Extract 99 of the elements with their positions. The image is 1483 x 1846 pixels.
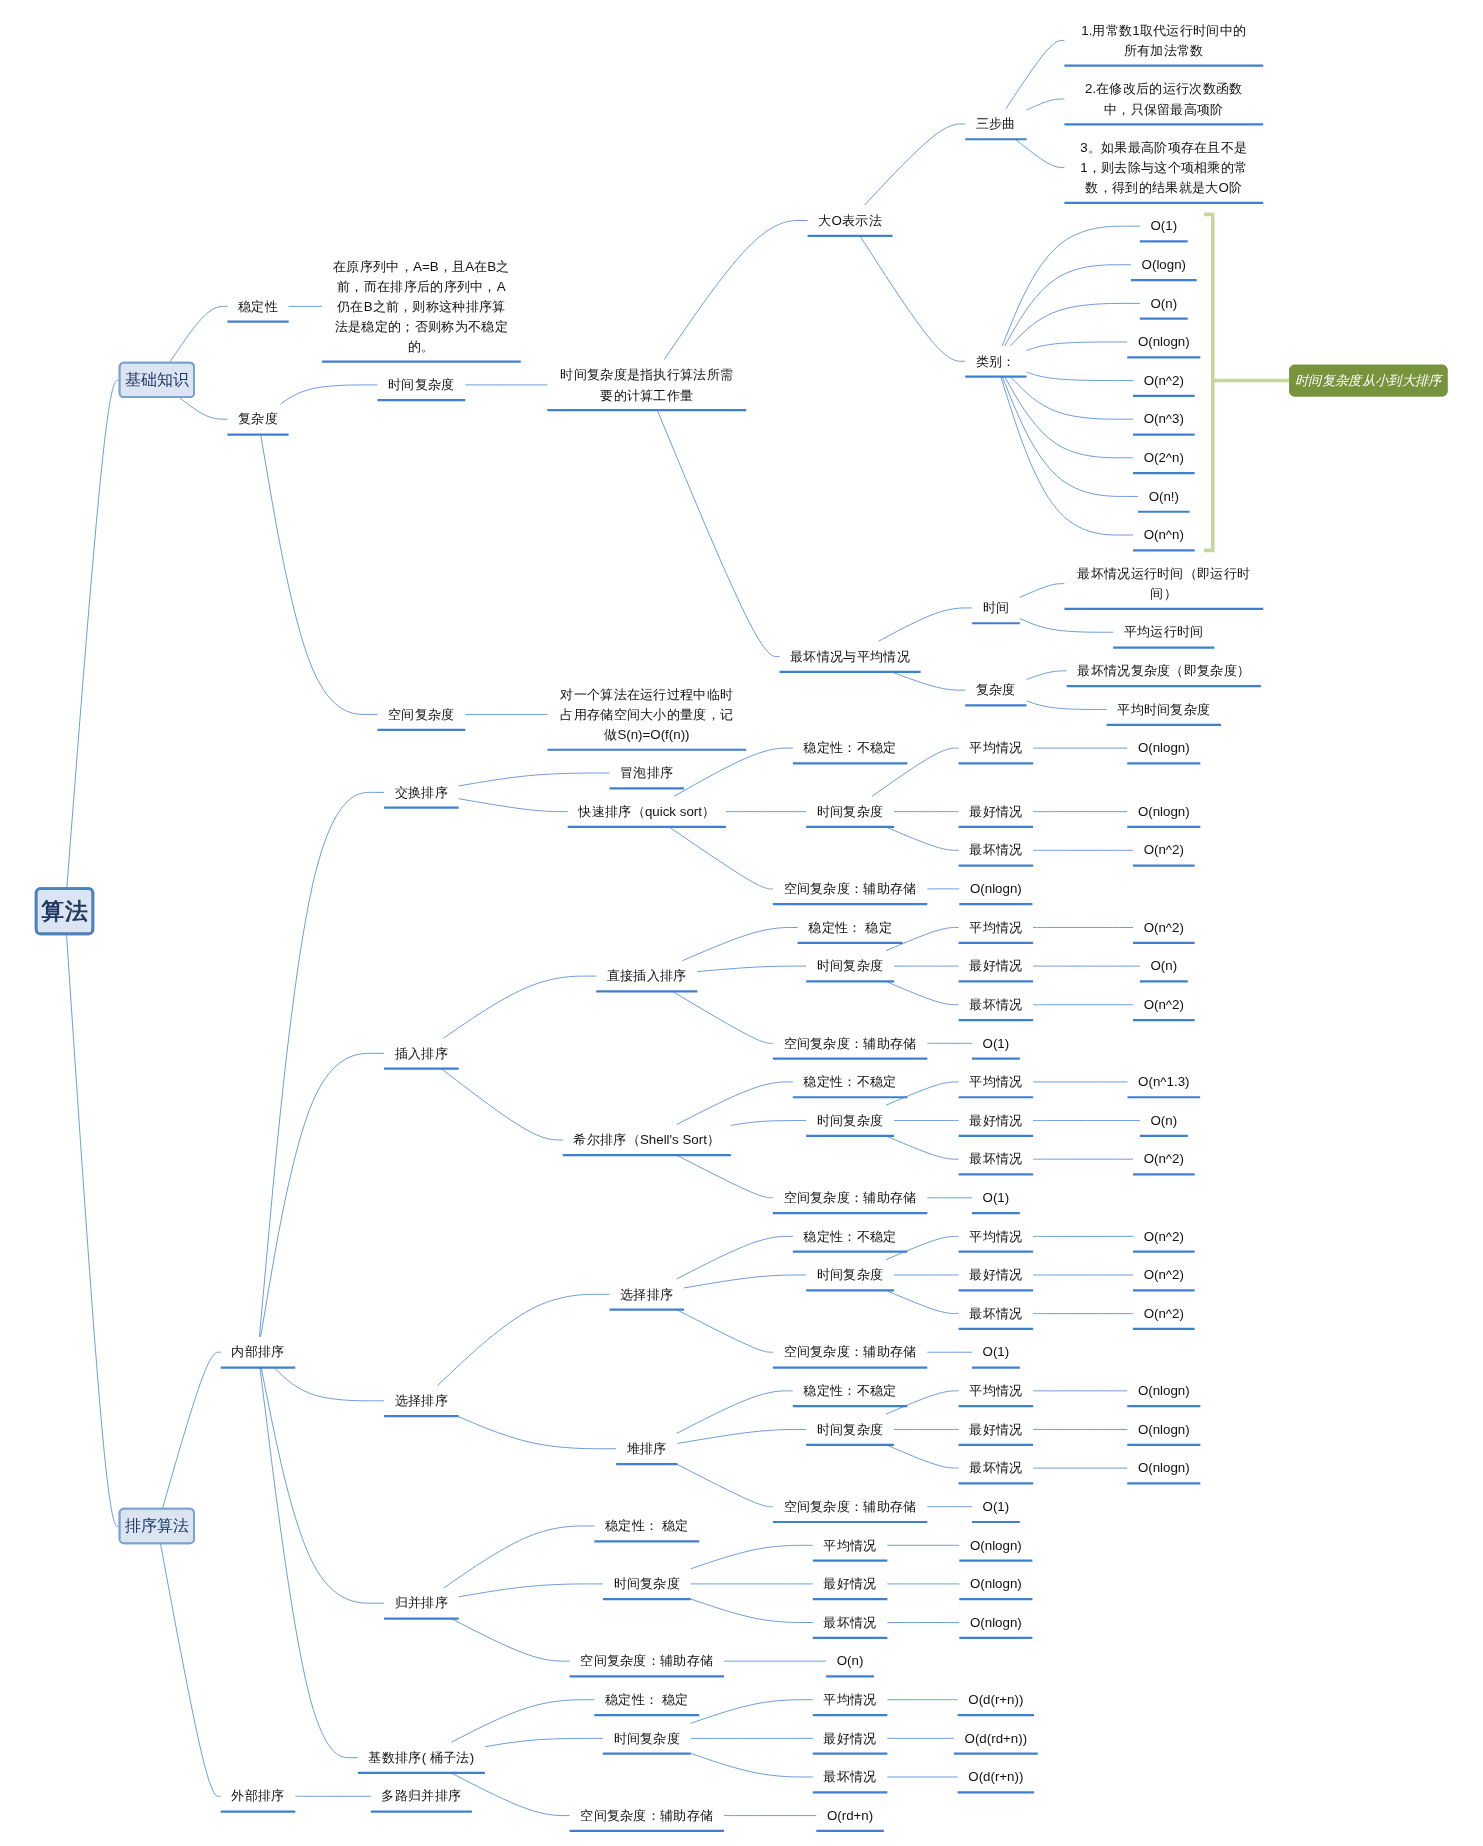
- connector: [878, 607, 973, 642]
- connector: [260, 1367, 385, 1604]
- connector: [1032, 747, 1128, 749]
- connector: [871, 747, 959, 797]
- connector: [926, 1351, 973, 1353]
- connector: [1026, 700, 1107, 710]
- connector: [690, 1699, 814, 1724]
- connector: [1026, 98, 1065, 111]
- connector: [690, 1752, 814, 1778]
- connector: [676, 1154, 774, 1199]
- connector: [179, 397, 228, 420]
- connector: [668, 826, 774, 890]
- connector: [458, 1583, 604, 1598]
- connector: [886, 1583, 960, 1585]
- connector: [690, 1544, 814, 1570]
- connector: [259, 1367, 359, 1759]
- connector: [863, 123, 966, 206]
- connector: [443, 975, 597, 1039]
- connector: [273, 1367, 385, 1402]
- connector: [260, 1052, 385, 1338]
- connector: [886, 1699, 959, 1701]
- connector: [893, 965, 959, 967]
- connector: [458, 772, 610, 787]
- connector: [1001, 376, 1139, 497]
- connector: [672, 990, 774, 1044]
- connector: [1009, 302, 1141, 347]
- connector: [443, 1525, 595, 1589]
- connector: [656, 409, 780, 657]
- connector: [1032, 1390, 1128, 1392]
- connector: [1032, 1004, 1134, 1006]
- connector: [260, 434, 378, 715]
- connector: [676, 1235, 794, 1280]
- connector: [294, 1795, 372, 1797]
- connector: [1032, 1467, 1128, 1469]
- connector: [1009, 376, 1134, 420]
- connector: [681, 927, 799, 962]
- connector: [885, 1390, 959, 1415]
- connector: [280, 384, 378, 405]
- connector: [663, 220, 809, 361]
- connector: [1005, 39, 1065, 110]
- connector: [730, 1120, 807, 1126]
- connector: [690, 1583, 814, 1585]
- connector: [886, 1622, 960, 1623]
- connector: [1000, 376, 1134, 536]
- connector: [1001, 225, 1141, 347]
- connector: [1032, 849, 1134, 851]
- connector: [1032, 1429, 1128, 1430]
- connector: [859, 235, 966, 362]
- connector: [258, 791, 385, 1338]
- connector: [437, 1293, 610, 1386]
- connector: [1032, 927, 1134, 928]
- connector: [885, 927, 959, 952]
- connector: [676, 1463, 774, 1508]
- connector: [893, 811, 959, 813]
- connector: [926, 1042, 973, 1044]
- connector: [696, 965, 807, 973]
- connector: [676, 1390, 794, 1434]
- connector: [1026, 670, 1067, 680]
- connector: [288, 305, 323, 307]
- connector: [690, 1598, 814, 1623]
- connector: [168, 305, 228, 364]
- connector: [886, 1776, 959, 1778]
- connector: [926, 1506, 973, 1508]
- connector: [1019, 618, 1114, 633]
- connector: [885, 1135, 959, 1160]
- connector: [723, 1815, 817, 1817]
- connector: [893, 1429, 959, 1430]
- connector: [723, 1660, 827, 1662]
- connector: [161, 1351, 222, 1510]
- connector: [1032, 1235, 1134, 1237]
- connector: [886, 1544, 960, 1546]
- connector: [885, 1444, 959, 1469]
- connector: [456, 1415, 617, 1450]
- connector: [1032, 1158, 1134, 1160]
- connector: [160, 1543, 222, 1797]
- connector: [690, 1737, 814, 1739]
- connector: [683, 1274, 807, 1289]
- connector: [885, 1081, 959, 1106]
- connector: [484, 1737, 604, 1748]
- connector: [458, 798, 569, 813]
- connector: [926, 888, 960, 890]
- connector: [673, 747, 794, 797]
- connector: [1032, 1120, 1141, 1121]
- connector: [676, 1081, 794, 1125]
- connector: [440, 1068, 564, 1141]
- connector: [464, 384, 548, 386]
- connector: [1032, 965, 1141, 967]
- connector: [1026, 371, 1134, 382]
- connector: [450, 1699, 595, 1743]
- connector: [1004, 264, 1132, 347]
- connector: [885, 826, 959, 851]
- connector: [893, 1120, 959, 1121]
- connector: [885, 1289, 959, 1315]
- connector: [1004, 376, 1134, 459]
- connector: [676, 1429, 807, 1444]
- connector: [676, 1309, 774, 1353]
- connector: [450, 1772, 570, 1817]
- connector: [725, 811, 807, 813]
- connector: [464, 714, 548, 715]
